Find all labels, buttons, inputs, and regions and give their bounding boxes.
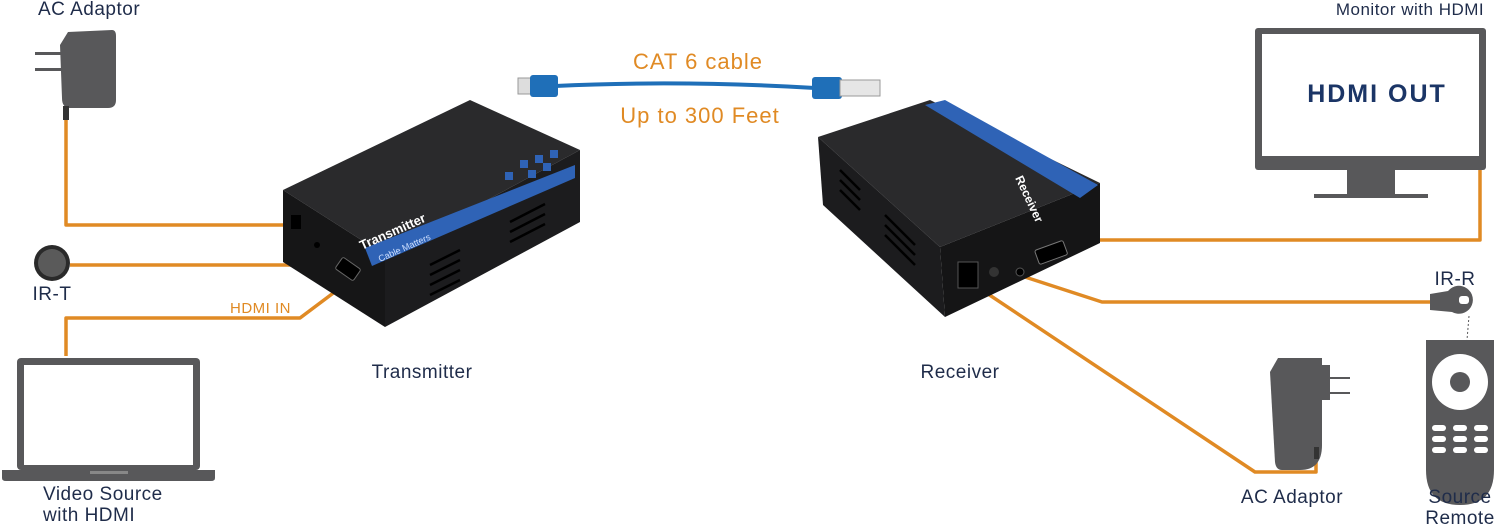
cat6-cable-icon — [517, 75, 881, 99]
transmitter-device: Transmitter Cable Matters — [283, 100, 580, 327]
monitor-label: Monitor with HDMI — [1336, 0, 1484, 19]
remote-control-icon — [1426, 340, 1494, 505]
ac-adaptor-left-label: AC Adaptor — [38, 0, 140, 20]
ir-r-label: IR-R — [1434, 269, 1475, 290]
video-source-label-2: with HDMI — [42, 505, 135, 526]
video-source-label-1: Video Source — [43, 484, 163, 505]
ir-t-label: IR-T — [33, 284, 72, 305]
ac-adaptor-left-cord — [64, 108, 292, 227]
cable-length-label: Up to 300 Feet — [620, 103, 780, 128]
laptop-icon — [2, 358, 215, 481]
monitor-screen-text: HDMI OUT — [1307, 80, 1447, 108]
ac-adaptor-icon — [35, 30, 116, 120]
remote-label-1: Source — [1428, 487, 1491, 508]
transmitter-label: Transmitter — [372, 362, 473, 383]
ac-adaptor-right-label: AC Adaptor — [1241, 487, 1343, 508]
monitor-icon — [1255, 28, 1486, 198]
cable-type-label: CAT 6 cable — [633, 49, 763, 74]
hdmi-in-cord — [64, 280, 350, 356]
ir-transmitter-icon — [34, 245, 70, 281]
hdmi-in-label: HDMI IN — [230, 300, 291, 317]
hdmi-out-cord — [1061, 170, 1482, 254]
remote-label-2: Remote — [1425, 508, 1495, 527]
ir-receiver-icon — [1430, 285, 1473, 341]
ir-r-cord — [1021, 274, 1432, 304]
receiver-label: Receiver — [921, 362, 1000, 383]
ac-adaptor-right-cord — [969, 280, 1318, 474]
ac-adaptor-right-icon — [1270, 358, 1350, 470]
receiver-device: Receiver — [818, 100, 1100, 317]
